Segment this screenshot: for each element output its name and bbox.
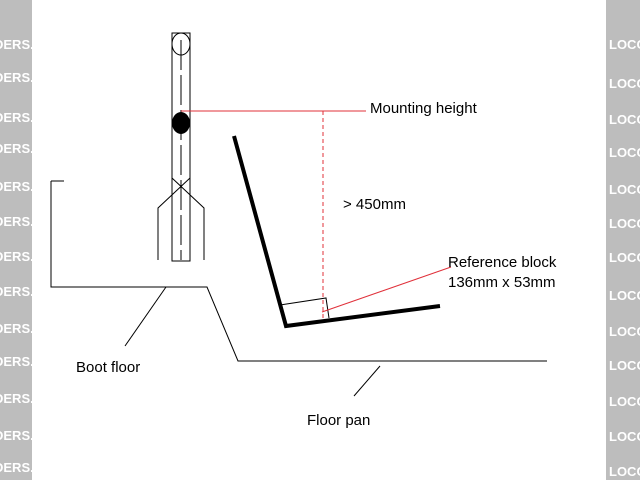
right-watermark-tile [606,0,640,480]
left-watermark-text: DERS.CO [0,354,53,369]
left-watermark-strip: DERS.CO DERS.CO DERS.CO DERS.CO DERS.CO … [0,0,53,480]
right-watermark-text: LOCOST [609,145,640,160]
left-watermark-text: DERS.CO [0,110,53,125]
mounting-point-marker [172,112,190,134]
right-watermark-text: LOCOST [609,324,640,339]
reference-block-leader [321,266,452,313]
harness-mount-post [157,32,205,262]
left-watermark-text: DERS.CO [0,428,53,443]
right-watermark-text: LOCOST [609,112,640,127]
height-measurement-label: > 450mm [343,196,406,213]
left-watermark-text: DERS.CO [0,37,53,52]
left-watermark-text: DERS.CO [0,321,53,336]
left-watermark-text: DERS.CO [0,141,53,156]
floor-pan-leader [353,365,381,397]
mount-bracket-spare [161,178,172,260]
left-watermark-text: DERS.CO [0,214,53,229]
seat-profile [232,135,441,329]
left-watermark-text: DERS.CO [0,391,53,406]
boot-floor-leader [124,286,167,347]
reference-block-label: Reference block [448,254,557,271]
right-watermark-text: LOCOST [609,250,640,265]
left-watermark-text: DERS.CO [0,179,53,194]
mount-bracket-right [157,177,191,260]
right-watermark-text: LOCOST [609,37,640,52]
left-watermark-text: DERS.CO [0,249,53,264]
left-watermark-tile [0,0,32,480]
floor-outline [50,181,547,362]
right-watermark-text: LOCOST [609,394,640,409]
right-watermark-text: LOCOST [609,464,640,479]
left-watermark-text: DERS.CO [0,70,53,85]
right-watermark-text: LOCOST [609,182,640,197]
boot-floor-label: Boot floor [76,359,140,376]
reference-block [279,297,330,319]
right-watermark-text: LOCOST [609,358,640,373]
left-watermark-text: DERS.CO [0,460,53,475]
mount-bracket-left [171,177,205,260]
right-watermark-text: LOCOST [609,429,640,444]
mounting-height-label: Mounting height [370,100,478,117]
reference-block-size: 136mm x 53mm [448,274,556,291]
floor-pan-label: Floor pan [307,412,370,429]
right-watermark-text: LOCOST [609,288,640,303]
right-watermark-strip: LOCOST LOCOST LOCOST LOCOST LOCOST LOCOS… [606,0,640,480]
right-watermark-text: LOCOST [609,216,640,231]
left-watermark-text: DERS.CO [0,284,53,299]
right-watermark-text: LOCOST [609,76,640,91]
